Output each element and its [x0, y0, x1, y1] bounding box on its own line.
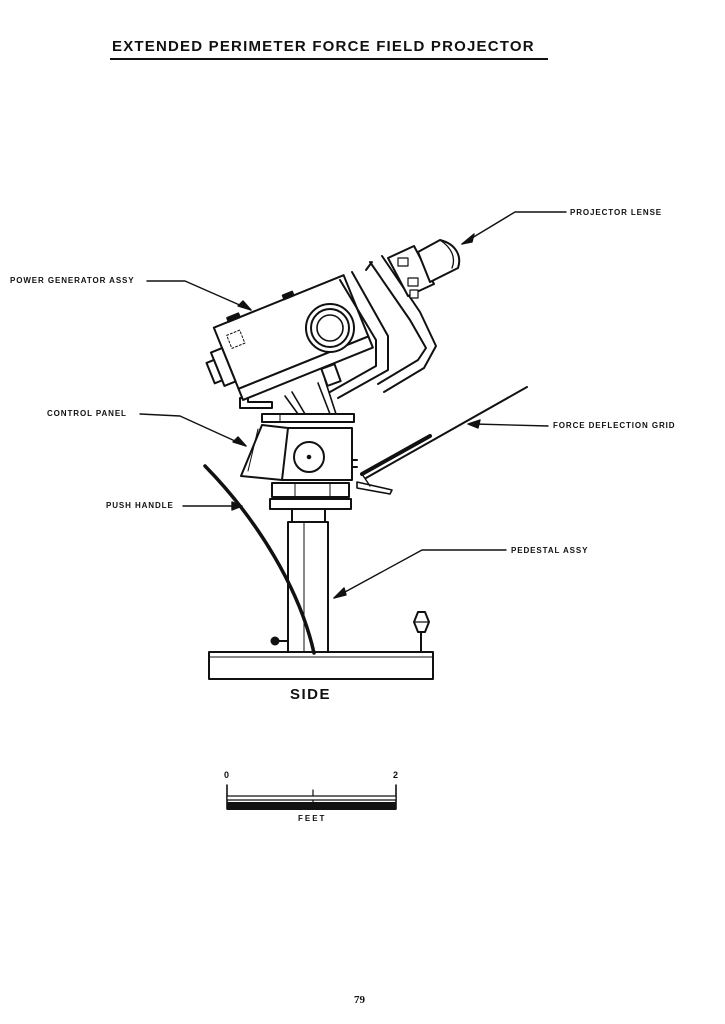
- scale-unit-label: FEET: [298, 814, 327, 823]
- push-handle-arc: [203, 464, 316, 655]
- title-underline: [110, 58, 548, 60]
- label-projector-lense: PROJECTOR LENSE: [570, 208, 663, 217]
- control-panel: [240, 424, 289, 481]
- scale-bar: [226, 784, 397, 810]
- label-power-generator: POWER GENERATOR ASSY: [10, 276, 135, 285]
- pedestal-collars: [269, 482, 352, 510]
- label-control-panel: CONTROL PANEL: [47, 409, 127, 418]
- top-plate: [261, 413, 355, 423]
- scale-end-label: 2: [393, 770, 399, 780]
- base-lever-knob: [413, 611, 430, 653]
- force-deflection-grid: [356, 386, 528, 495]
- base-knob: [270, 636, 289, 646]
- page-number: 79: [354, 994, 365, 1006]
- label-force-deflection-grid: FORCE DEFLECTION GRID: [553, 421, 676, 430]
- base-plate: [208, 651, 434, 680]
- scale-start-label: 0: [224, 770, 230, 780]
- view-label: SIDE: [290, 686, 332, 703]
- control-housing: [281, 427, 358, 481]
- label-push-handle: PUSH HANDLE: [106, 501, 174, 510]
- label-pedestal: PEDESTAL ASSY: [511, 546, 589, 555]
- generator-aperture: [305, 303, 355, 353]
- diagram-title: EXTENDED PERIMETER FORCE FIELD PROJECTOR: [112, 38, 535, 55]
- callout-leaders: [139, 211, 567, 599]
- projector-lense-assy: [387, 239, 461, 299]
